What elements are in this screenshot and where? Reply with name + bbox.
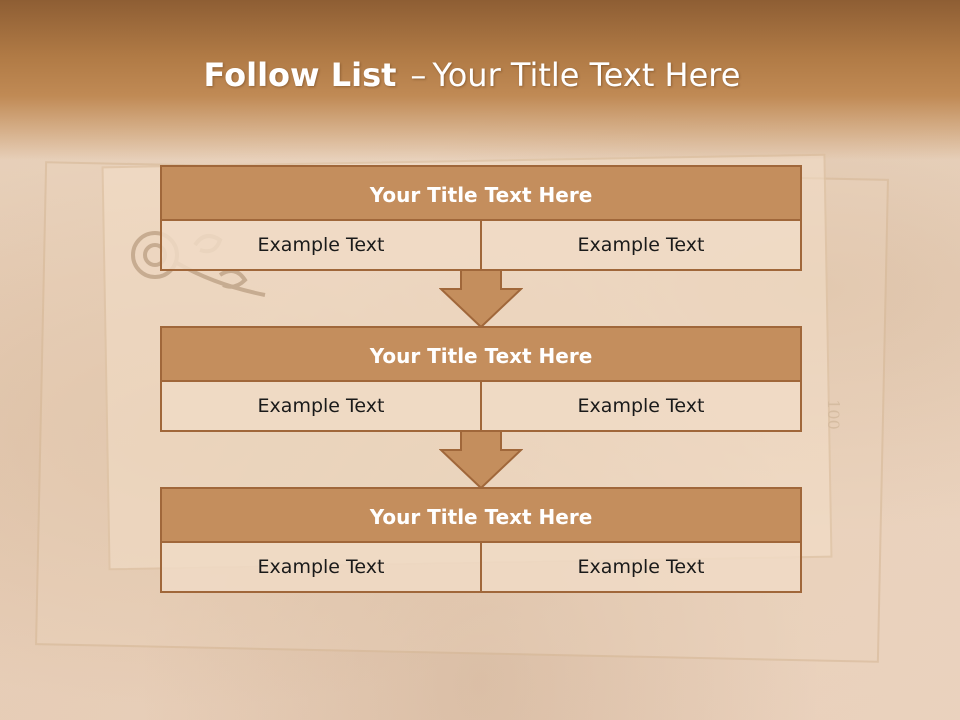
block-title: Your Title Text Here — [160, 326, 802, 382]
down-arrow-icon — [439, 269, 523, 329]
block-cell-left: Example Text — [257, 395, 385, 417]
block-cell-right: Example Text — [480, 221, 800, 269]
block-title: Your Title Text Here — [160, 487, 802, 543]
slide-title: Follow List–Your Title Text Here — [0, 56, 944, 94]
block-row: Example Text Example Text — [160, 543, 802, 593]
header-band — [0, 0, 960, 160]
block-cell-right: Example Text — [480, 543, 800, 591]
block-cell-left: Example Text — [257, 234, 385, 256]
block-row: Example Text Example Text — [160, 221, 802, 271]
list-block-1: Your Title Text Here Example Text Exampl… — [160, 165, 802, 271]
slide-title-dash: – — [410, 56, 427, 94]
slide-title-rest: Your Title Text Here — [432, 56, 741, 94]
block-cell-right: Example Text — [480, 382, 800, 430]
list-block-2: Your Title Text Here Example Text Exampl… — [160, 326, 802, 432]
list-block-3: Your Title Text Here Example Text Exampl… — [160, 487, 802, 593]
page-number: 100 — [823, 399, 843, 430]
block-row: Example Text Example Text — [160, 382, 802, 432]
slide-title-bold: Follow List — [203, 56, 397, 94]
block-cell-left: Example Text — [257, 556, 385, 578]
block-title: Your Title Text Here — [160, 165, 802, 221]
down-arrow-icon — [439, 430, 523, 490]
